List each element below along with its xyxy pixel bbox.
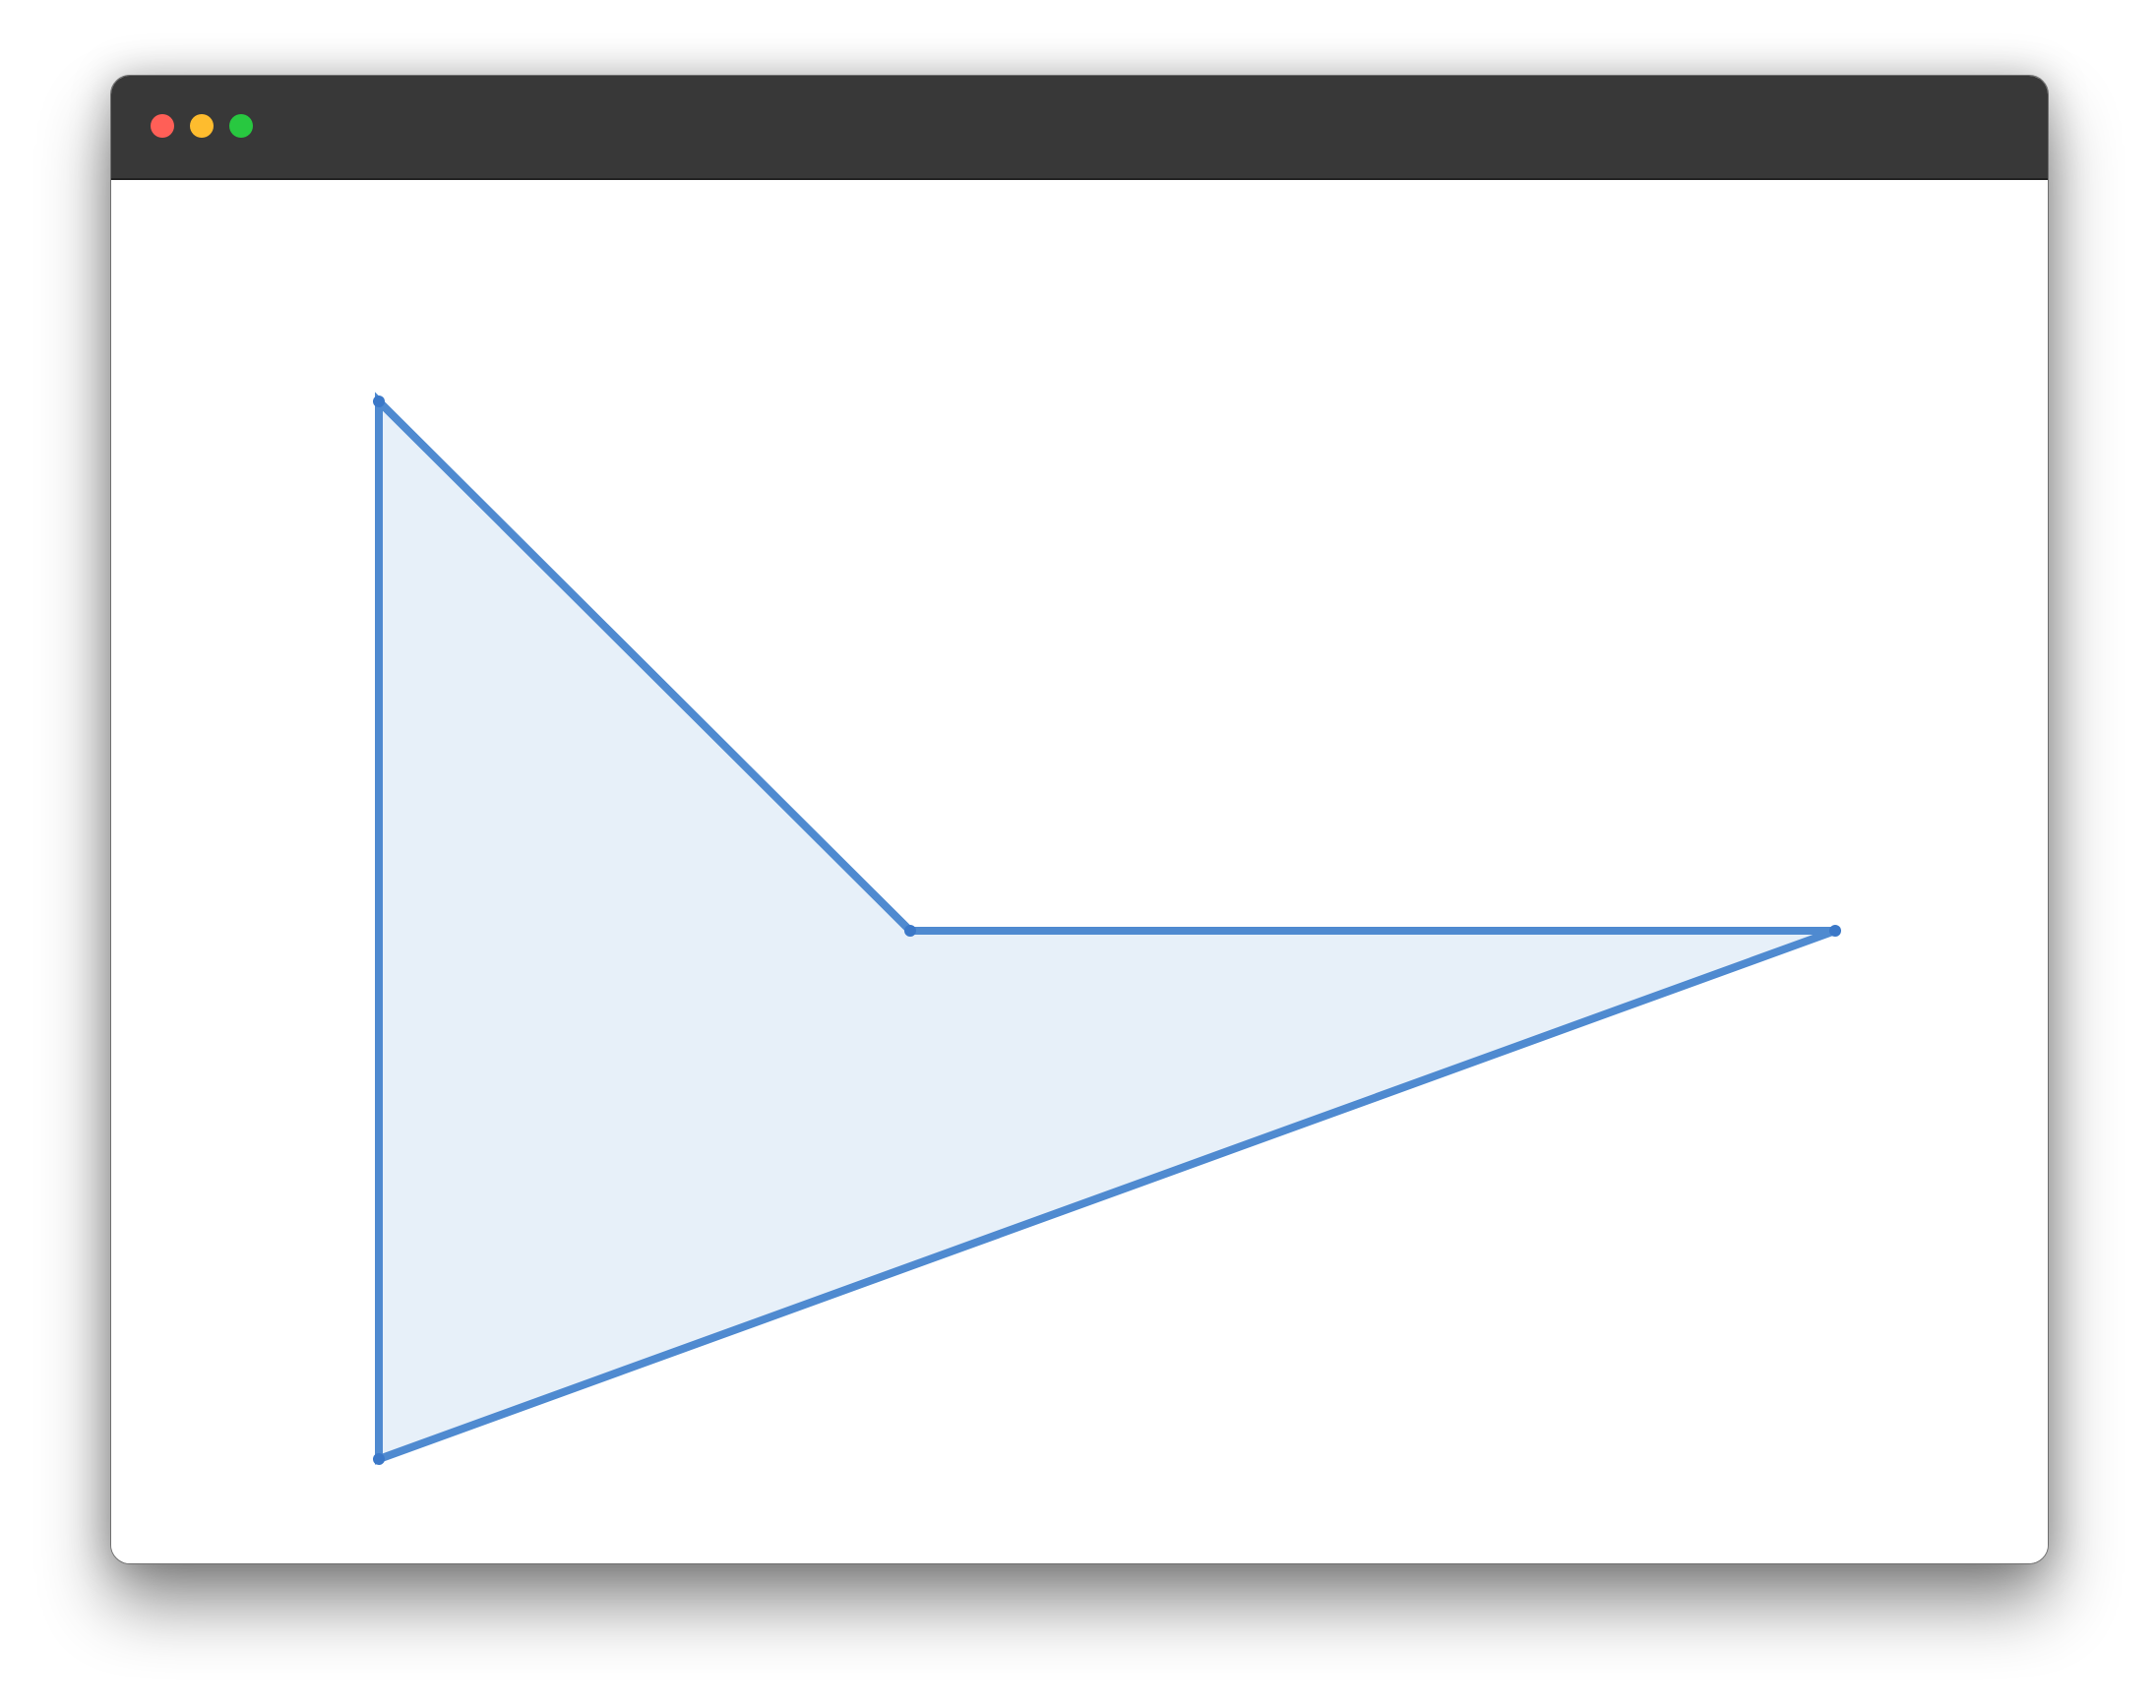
arrowhead-polygon (375, 392, 1837, 1465)
close-button[interactable] (151, 114, 174, 138)
title-bar (111, 76, 2048, 180)
vertex-bottom-left (373, 1453, 385, 1465)
minimize-button[interactable] (190, 114, 214, 138)
drawing-canvas (111, 180, 2048, 1563)
app-window (110, 75, 2049, 1564)
diagram-svg (373, 392, 1841, 1465)
vertex-tip-right (1829, 925, 1841, 937)
vertex-inner-notch (904, 925, 916, 937)
vertex-top-left (373, 396, 385, 407)
maximize-button[interactable] (229, 114, 253, 138)
